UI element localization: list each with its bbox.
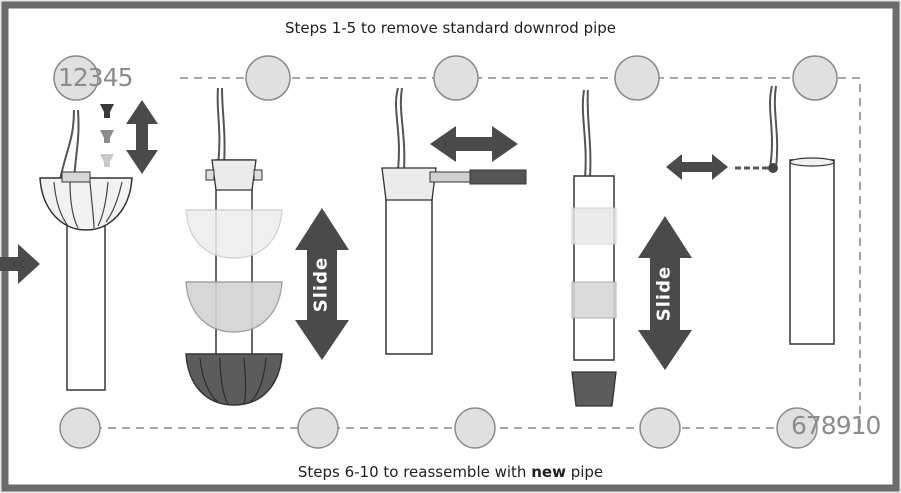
title-bottom-suffix: pipe xyxy=(565,463,604,481)
step-circle-8 xyxy=(454,407,496,449)
downrod-pipe xyxy=(573,175,615,361)
slide-arrow-icon xyxy=(638,216,692,370)
step-circle-6 xyxy=(776,407,818,449)
slide-arrow-icon xyxy=(295,208,349,360)
step-circle-4 xyxy=(614,55,660,101)
step-circle-7 xyxy=(639,407,681,449)
step-circle-9 xyxy=(297,407,339,449)
title-bottom-prefix: Steps 6-10 to reassemble with xyxy=(297,463,532,481)
downrod-pipe xyxy=(66,221,106,391)
diagram-title-top: Steps 1-5 to remove standard downrod pip… xyxy=(284,19,617,37)
step-numbers-bottom: 678910 xyxy=(791,411,881,440)
title-bottom-bold: new xyxy=(531,463,566,481)
downrod-pipe xyxy=(789,159,835,345)
diagram-title-bottom: Steps 6-10 to reassemble with new pipe xyxy=(0,463,901,481)
slide-label: Slide xyxy=(653,265,675,322)
step5-assembly xyxy=(735,85,835,345)
slide-label: Slide xyxy=(310,256,332,313)
downrod-pipe xyxy=(385,169,433,355)
leftright-arrow-icon xyxy=(430,126,518,162)
small-parts xyxy=(100,104,114,167)
step2-assembly xyxy=(185,87,283,406)
dashed-path-top xyxy=(180,77,861,428)
step-numbers-top: 12345 xyxy=(58,63,134,92)
step-circle-10 xyxy=(59,407,101,449)
entry-arrow-icon xyxy=(0,244,40,284)
step-circle-1 xyxy=(53,55,99,101)
step-circle-5 xyxy=(792,55,838,101)
step3-assembly xyxy=(381,87,527,355)
pin-arrow-icon xyxy=(666,154,728,180)
step-circle-3 xyxy=(433,55,479,101)
step-circle-2 xyxy=(245,55,291,101)
step1-assembly xyxy=(39,109,133,391)
step4-assembly xyxy=(571,89,617,407)
updown-arrow-icon xyxy=(126,100,158,174)
